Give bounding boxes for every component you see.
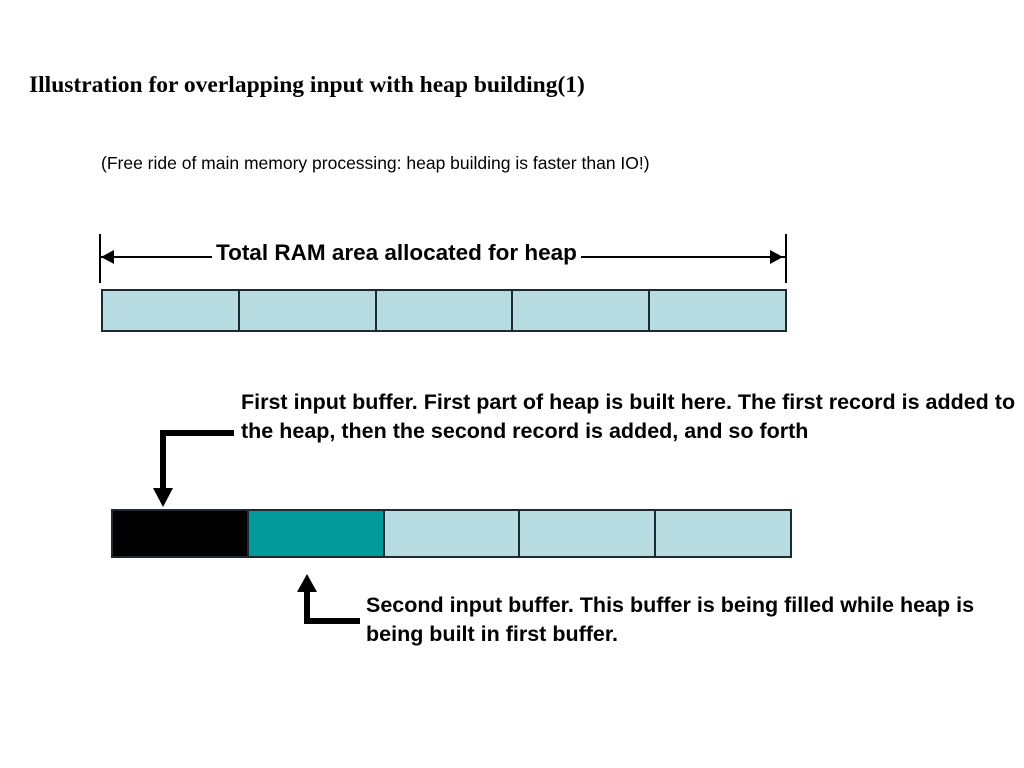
arrow-right-icon [770,250,783,264]
elbow-arrow-down-icon [153,430,234,508]
dimension-tick-right [785,234,787,283]
elbow-horizontal-segment [304,618,360,624]
buffer-cell-empty [656,511,790,556]
buffer-state-bar [111,509,792,558]
ram-cell [376,291,514,330]
elbow-horizontal-segment [160,430,234,436]
ram-cell [650,291,785,330]
elbow-vertical-segment [304,586,310,624]
total-ram-bar [101,289,787,332]
total-ram-dimension: Total RAM area allocated for heap [99,234,787,284]
buffer-cell-empty [520,511,657,556]
ram-cell [103,291,240,330]
dimension-tick-left [99,234,101,283]
elbow-vertical-segment [160,430,166,492]
arrow-head-up [297,574,317,592]
elbow-arrow-up-icon [297,574,360,624]
ram-cell [239,291,377,330]
page-title: Illustration for overlapping input with … [29,72,585,98]
buffer-cell-first [113,511,249,556]
buffer-cell-empty [384,511,521,556]
arrow-left-icon [101,250,114,264]
slide-subtitle: (Free ride of main memory processing: he… [101,153,650,173]
arrow-head-down [153,488,173,507]
buffer-cell-second [248,511,385,556]
dimension-label: Total RAM area allocated for heap [212,239,581,267]
ram-cell [513,291,651,330]
second-buffer-callout-text: Second input buffer. This buffer is bein… [366,593,975,646]
first-buffer-callout-text: First input buffer. First part of heap i… [241,390,1016,443]
